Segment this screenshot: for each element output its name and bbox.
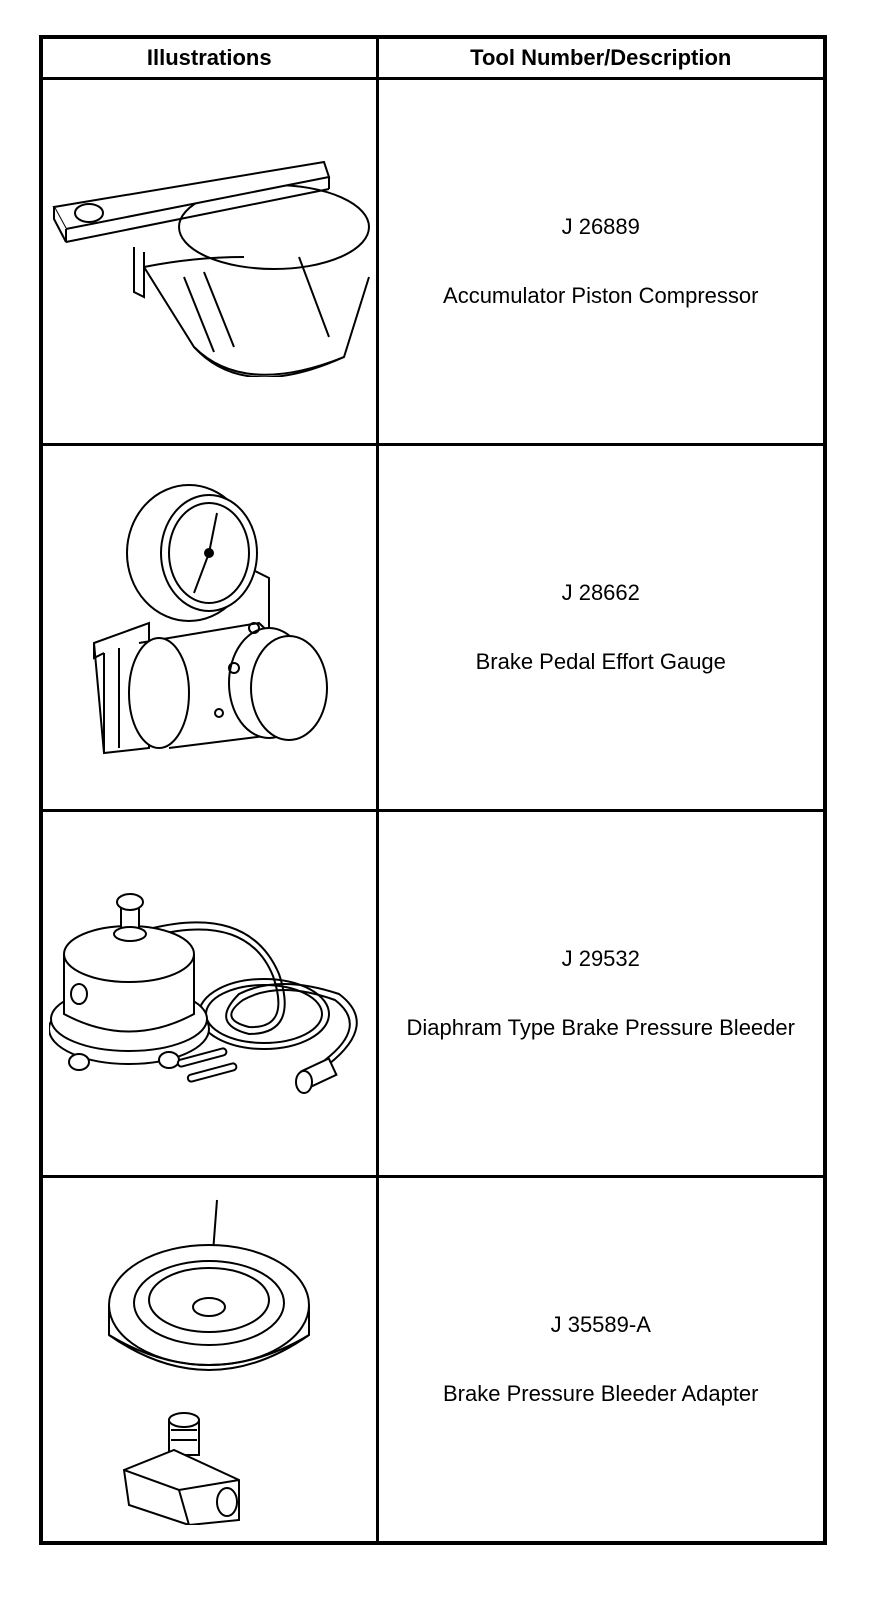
table-header-row: Illustrations Tool Number/Description [39, 35, 827, 80]
illustration-cell [39, 443, 379, 812]
tool-description-cell: J 29532 Diaphram Type Brake Pressure Ble… [375, 809, 827, 1178]
tool-description: Diaphram Type Brake Pressure Bleeder [406, 1014, 795, 1040]
table-row: J 28662 Brake Pedal Effort Gauge [39, 443, 827, 812]
tool-number: J 29532 [561, 946, 640, 972]
tool-description-cell: J 35589-A Brake Pressure Bleeder Adapter [375, 1175, 827, 1545]
illustration-cell [39, 1175, 379, 1545]
brake-pressure-bleeder-icon [49, 884, 369, 1104]
bleeder-adapter-icon [99, 1195, 319, 1525]
accumulator-piston-compressor-icon [44, 147, 374, 377]
tool-description-cell: J 26889 Accumulator Piston Compressor [375, 77, 827, 446]
header-illustrations: Illustrations [39, 35, 379, 80]
table-row: J 29532 Diaphram Type Brake Pressure Ble… [39, 809, 827, 1178]
tool-number: J 26889 [561, 214, 640, 240]
illustration-cell [39, 809, 379, 1178]
brake-pedal-effort-gauge-icon [89, 483, 329, 773]
tool-description: Brake Pressure Bleeder Adapter [442, 1380, 759, 1406]
tool-number: J 28662 [561, 580, 640, 606]
header-tool-number-description: Tool Number/Description [375, 35, 827, 80]
tool-description: Brake Pedal Effort Gauge [475, 648, 726, 674]
table-row: J 26889 Accumulator Piston Compressor [39, 77, 827, 446]
tool-description: Accumulator Piston Compressor [443, 282, 759, 308]
tool-number: J 35589-A [550, 1312, 651, 1338]
tool-description-cell: J 28662 Brake Pedal Effort Gauge [375, 443, 827, 812]
table-row: J 35589-A Brake Pressure Bleeder Adapter [39, 1175, 827, 1545]
tools-table: Illustrations Tool Number/Description [39, 35, 827, 1545]
illustration-cell [39, 77, 379, 446]
